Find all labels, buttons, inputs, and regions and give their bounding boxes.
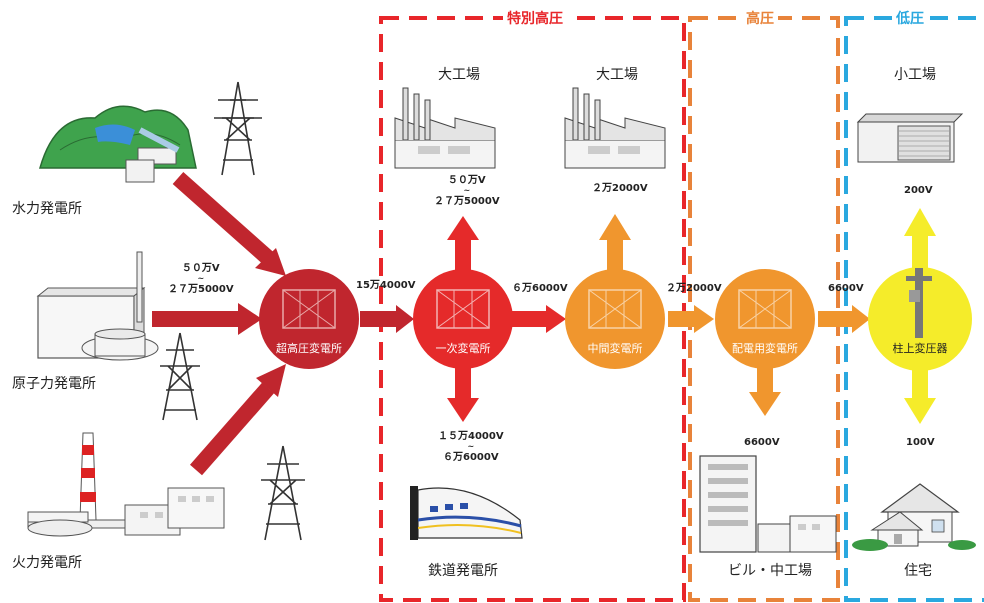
nuclear-plant-label: 原子力発電所 [12, 376, 96, 392]
nuclear-plant-icon [36, 251, 159, 361]
transmission-tower-icon [261, 445, 305, 541]
arrow-primary-up [447, 216, 479, 278]
arrow-ultra-to-primary [360, 305, 414, 333]
thermal-plant-icon [27, 432, 225, 537]
ultra-high-substation-label: 超高圧変電所 [276, 342, 342, 355]
small-factory-label: 小工場 [894, 67, 936, 83]
voltage-house: 100V [906, 437, 935, 448]
arrow-nuclear-to-ultra [152, 303, 262, 335]
large-factory-2-label: 大工場 [596, 67, 638, 83]
hydro-plant-label: 水力発電所 [12, 201, 82, 217]
primary-substation-label: 一次変電所 [435, 342, 491, 355]
railway-train-icon [410, 486, 523, 540]
voltage-distribution-to-pole: 6600V [828, 283, 864, 294]
pole-transformer-node [868, 267, 972, 371]
large-factory-2-icon [564, 87, 666, 169]
arrow-thermal-to-ultra [189, 364, 286, 476]
arrow-intermediate-up [599, 214, 631, 278]
primary-substation-node [413, 269, 513, 369]
pole-transformer-label: 柱上変圧器 [892, 342, 948, 355]
intermediate-substation-label: 中間変電所 [587, 342, 643, 355]
arrow-hydro-to-ultra [172, 172, 286, 276]
zone-high-title: 高圧 [742, 8, 778, 28]
arrow-distribution-to-pole [818, 305, 870, 333]
voltage-plant-out: ５０万V ~ ２７万5000V [168, 263, 234, 295]
ultra-high-substation-node [259, 269, 359, 369]
arrow-primary-to-intermediate [510, 305, 566, 333]
thermal-plant-label: 火力発電所 [12, 555, 82, 571]
voltage-intermediate-to-distribution: ２万2000V [666, 283, 722, 294]
house-label: 住宅 [904, 563, 932, 579]
transmission-tower-icon [160, 332, 200, 421]
voltage-primary-to-intermediate: ６万6000V [512, 283, 568, 294]
distribution-substation-node [715, 269, 815, 369]
arrow-intermediate-to-distribution [668, 305, 714, 333]
building-icon [699, 455, 837, 553]
large-factory-1-label: 大工場 [438, 67, 480, 83]
large-factory-1-icon [394, 87, 496, 169]
building-label: ビル・中工場 [728, 563, 812, 579]
voltage-railway: １５万4000V ~ ６万6000V [438, 431, 504, 463]
voltage-large-factory-1: ５０万V ~ ２７万5000V [434, 175, 500, 207]
house-icon [852, 483, 976, 551]
intermediate-substation-node [565, 269, 665, 369]
zone-low-title: 低圧 [892, 8, 928, 28]
distribution-substation-label: 配電用変電所 [732, 342, 798, 355]
transmission-tower-icon [214, 81, 262, 176]
voltage-large-factory-2: ２万2000V [592, 183, 648, 194]
voltage-ultra-to-primary: 15万4000V [356, 280, 416, 291]
arrow-pole-up [904, 208, 936, 278]
voltage-building: 6600V [744, 437, 780, 448]
voltage-small-factory: 200V [904, 185, 933, 196]
arrow-primary-down [447, 360, 479, 422]
small-factory-icon [856, 113, 964, 163]
railway-label: 鉄道発電所 [428, 563, 498, 579]
zone-special-high-title: 特別高圧 [503, 8, 567, 28]
hydro-plant-icon [39, 105, 197, 183]
